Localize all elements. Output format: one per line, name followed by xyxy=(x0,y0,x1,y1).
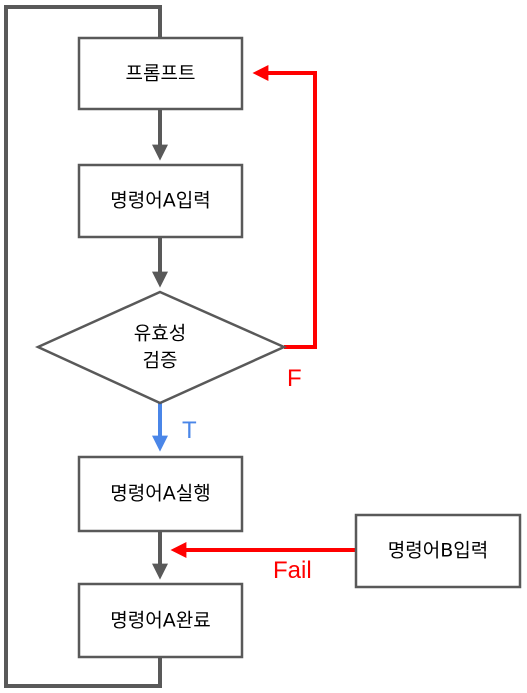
node-execute-a-label: 명령어A실행 xyxy=(110,483,210,505)
edge-label-false: F xyxy=(287,365,302,392)
edge-label-true: T xyxy=(182,417,197,444)
node-prompt: 프롬프트 xyxy=(77,36,244,111)
node-complete-a-label: 명령어A완료 xyxy=(110,610,210,632)
node-complete-a: 명령어A완료 xyxy=(77,582,244,659)
node-input-a: 명령어A입력 xyxy=(77,163,244,239)
node-execute-a: 명령어A실행 xyxy=(77,455,244,533)
node-validate: 유효성 검증 xyxy=(34,290,288,405)
node-input-b: 명령어B입력 xyxy=(354,513,522,589)
node-prompt-label: 프롬프트 xyxy=(126,63,196,85)
node-validate-label-line1: 유효성 xyxy=(134,323,186,345)
edge-label-fail: Fail xyxy=(273,557,312,584)
node-input-a-label: 명령어A입력 xyxy=(110,190,210,212)
node-input-b-label: 명령어B입력 xyxy=(388,540,488,562)
arrow-false-to-prompt xyxy=(252,65,317,349)
loop-back-connector xyxy=(4,5,162,688)
node-validate-label-line2: 검증 xyxy=(143,350,178,372)
